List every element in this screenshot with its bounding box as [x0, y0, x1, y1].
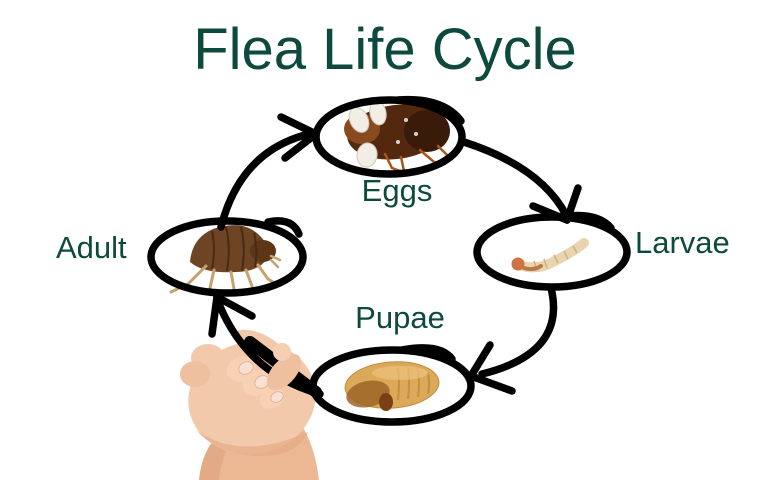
page-title: Flea Life Cycle	[193, 17, 577, 82]
stage-label-larvae: Larvae	[635, 225, 730, 260]
adult-flea-photo	[169, 225, 282, 294]
arrow-eggs-to-larvae	[460, 138, 582, 224]
pupa-dark-spot	[379, 393, 393, 411]
adult-oval	[147, 217, 307, 297]
arrow-larvae-to-pupae	[467, 284, 558, 395]
pupa-shading	[346, 380, 390, 408]
larvae-oval	[473, 211, 631, 291]
stage-label-eggs: Eggs	[361, 173, 433, 208]
flea-eggs	[348, 100, 387, 168]
adult-flea-mouthparts	[269, 254, 282, 269]
stage-label-pupae: Pupae	[355, 300, 445, 335]
larva-body	[514, 238, 589, 273]
egg-flea-body-dark	[404, 110, 450, 152]
adult-flea-stripes	[211, 226, 258, 272]
hand-knuckle	[180, 361, 210, 387]
adult-flea-head	[250, 240, 276, 262]
cycle-arrows	[208, 113, 582, 398]
hand-index-fingertip	[273, 343, 291, 361]
flea-pupa-photo	[344, 361, 440, 411]
pupa-highlight	[372, 366, 428, 380]
flea-with-eggs-photo	[344, 100, 450, 174]
hand-palm-shadow	[196, 430, 308, 457]
flea-larva-photo	[511, 238, 589, 273]
hand-thumb	[266, 353, 302, 391]
stage-label-adult: Adult	[56, 230, 127, 265]
hand-fingertip	[274, 402, 296, 422]
larva-shading	[522, 264, 543, 272]
fingernail	[238, 361, 254, 375]
fingernail	[270, 391, 284, 403]
adult-flea-legs	[169, 263, 280, 294]
egg-flea-speckles	[396, 118, 418, 144]
arrow-adult-to-eggs	[217, 113, 320, 231]
larva-head	[511, 257, 525, 271]
